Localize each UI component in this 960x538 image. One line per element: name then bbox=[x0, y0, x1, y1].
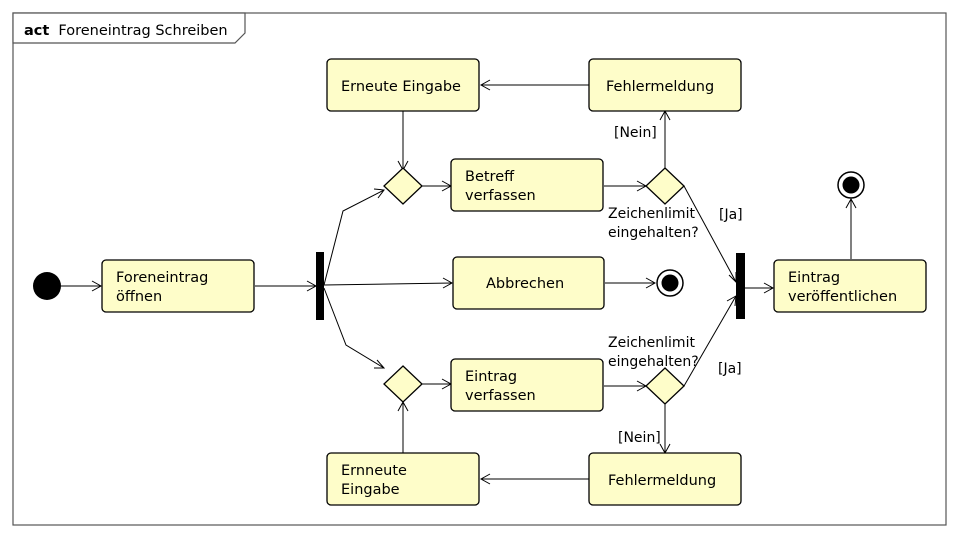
guard-top-yes: [Ja] bbox=[719, 207, 743, 223]
svg-text:Eintrag: Eintrag bbox=[465, 369, 517, 385]
decision-bottom-question-line2: eingehalten? bbox=[608, 354, 699, 370]
svg-text:Betreff: Betreff bbox=[465, 169, 515, 185]
edge-fork-to-cancel bbox=[323, 282, 453, 286]
svg-text:Eintrag: Eintrag bbox=[788, 270, 840, 286]
svg-text:veröffentlichen: veröffentlichen bbox=[788, 289, 897, 305]
action-retry-bottom: Ernneute Eingabe bbox=[326, 452, 480, 506]
svg-text:Eingabe: Eingabe bbox=[341, 482, 400, 498]
action-error-top: Fehlermeldung bbox=[588, 58, 742, 112]
guard-bottom-yes: [Ja] bbox=[718, 361, 742, 377]
svg-text:verfassen: verfassen bbox=[465, 388, 536, 404]
guard-top-no: [Nein] bbox=[614, 125, 657, 141]
action-cancel: Abbrechen bbox=[452, 256, 605, 310]
decision-top-question-line1: Zeichenlimit bbox=[608, 206, 695, 222]
decision-diamond-top bbox=[645, 167, 685, 205]
decision-top-question-line2: eingehalten? bbox=[608, 225, 699, 241]
svg-text:Abbrechen: Abbrechen bbox=[486, 276, 564, 292]
action-write-subject: Betreff verfassen bbox=[450, 158, 604, 212]
merge-diamond-top bbox=[383, 167, 423, 205]
guard-bottom-no: [Nein] bbox=[618, 430, 661, 446]
final-node-cancel bbox=[656, 269, 684, 297]
action-write-entry: Eintrag verfassen bbox=[450, 358, 604, 412]
action-open-post: Foreneintrag öffnen bbox=[101, 259, 255, 313]
join-bar bbox=[736, 253, 745, 319]
edge-fork-to-top-merge bbox=[323, 189, 385, 286]
svg-text:verfassen: verfassen bbox=[465, 188, 536, 204]
edge-decision-bottom-to-join bbox=[683, 295, 737, 387]
final-node-publish bbox=[837, 171, 865, 199]
svg-text:Ernneute: Ernneute bbox=[341, 463, 407, 479]
decision-diamond-bottom bbox=[645, 367, 685, 405]
edge-fork-to-bottom-merge bbox=[323, 287, 385, 369]
fork-bar bbox=[316, 252, 324, 320]
svg-text:Foreneintrag: Foreneintrag bbox=[116, 270, 208, 286]
svg-text:Fehlermeldung: Fehlermeldung bbox=[606, 79, 714, 95]
action-retry-top: Erneute Eingabe bbox=[326, 58, 480, 112]
action-publish: Eintrag veröffentlichen bbox=[773, 259, 927, 313]
edge-decision-top-to-join bbox=[683, 185, 737, 283]
initial-node bbox=[33, 272, 61, 300]
frame-title-tab bbox=[12, 12, 246, 44]
svg-text:Fehlermeldung: Fehlermeldung bbox=[608, 473, 716, 489]
svg-text:öffnen: öffnen bbox=[116, 289, 162, 305]
frame-title: act Foreneintrag Schreiben bbox=[24, 20, 228, 39]
action-error-bottom: Fehlermeldung bbox=[588, 452, 742, 506]
merge-diamond-bottom bbox=[383, 365, 423, 403]
decision-bottom-question-line1: Zeichenlimit bbox=[608, 335, 695, 351]
svg-text:Erneute Eingabe: Erneute Eingabe bbox=[341, 79, 461, 95]
